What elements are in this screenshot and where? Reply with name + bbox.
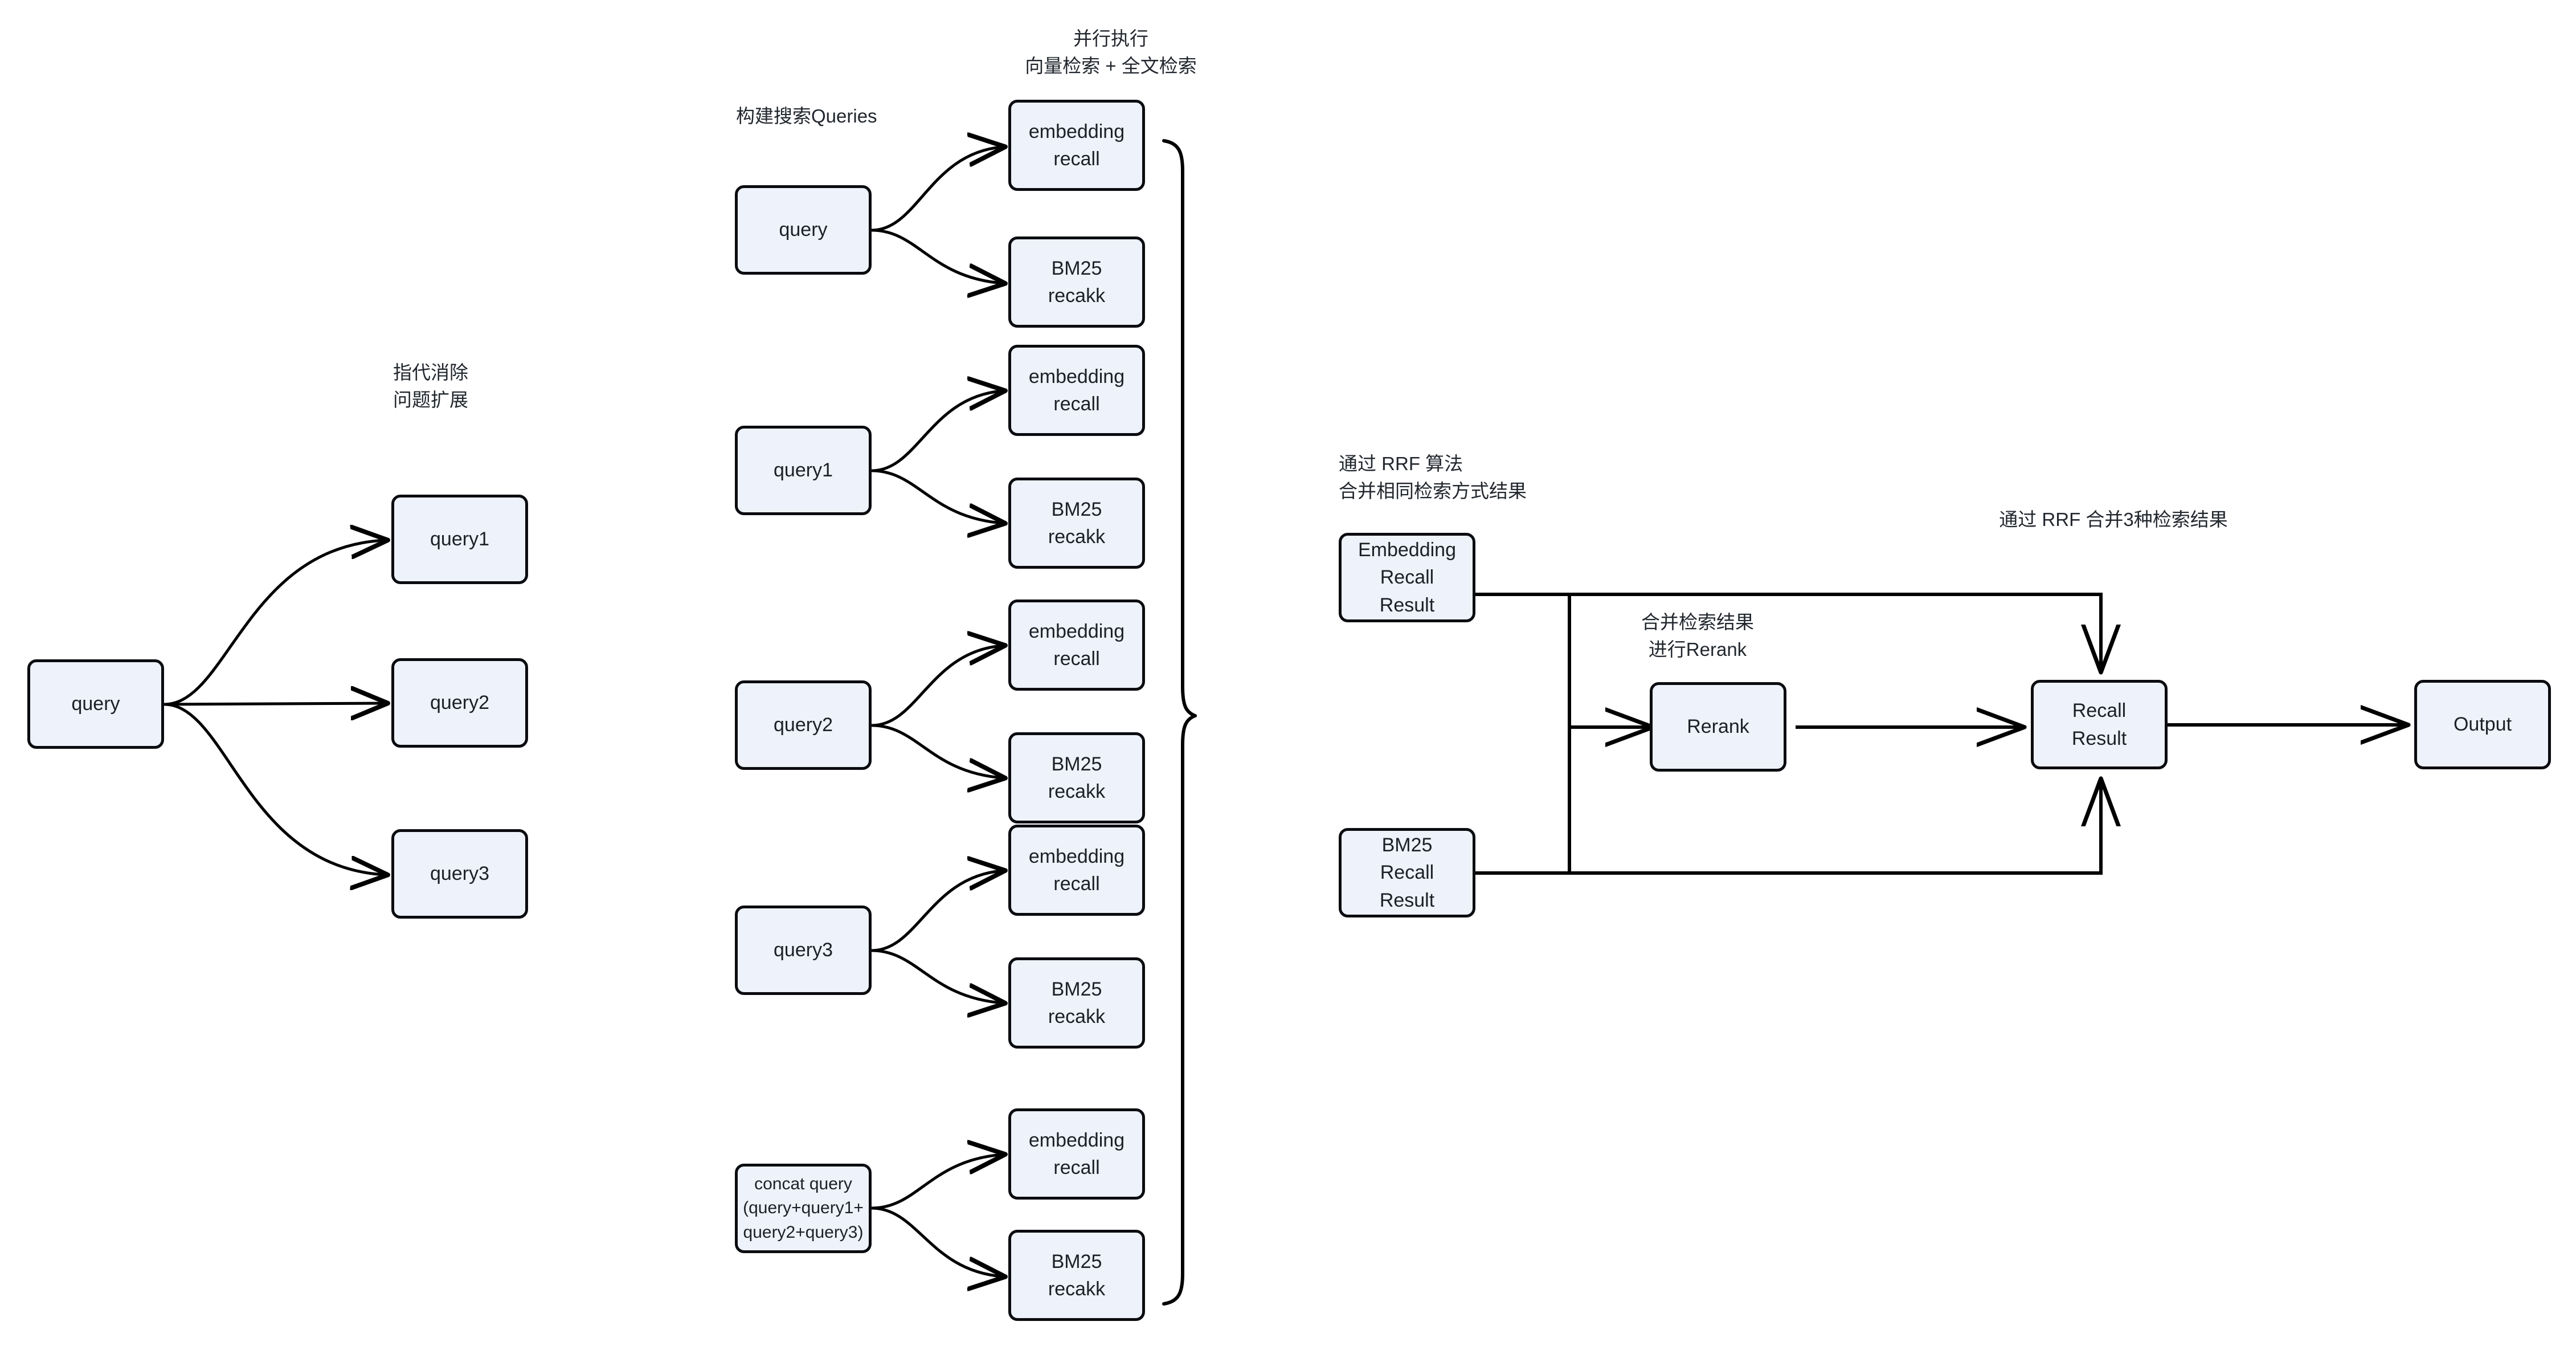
edge-concat-bm25 xyxy=(870,1206,1003,1276)
node-query2[interactable]: query2 xyxy=(391,658,528,748)
edge-q0-embedding xyxy=(870,147,1003,232)
node-query1[interactable]: query1 xyxy=(391,495,528,584)
node-query3[interactable]: query3 xyxy=(391,829,528,919)
node-bm25-recakk-query2[interactable]: BM25 recakk xyxy=(1008,732,1145,823)
edge-q3-bm25 xyxy=(870,949,1003,1003)
node-embedding-recall-query1[interactable]: embedding recall xyxy=(1008,345,1145,436)
node-embedding-recall-query[interactable]: embedding recall xyxy=(1008,100,1145,191)
brace-upper xyxy=(1162,139,1197,717)
edge-query-to-query3 xyxy=(162,703,385,875)
node-embedding-recall-result[interactable]: Embedding Recall Result xyxy=(1339,533,1475,622)
edge-q3-embedding xyxy=(870,871,1003,952)
caption-merge-and-rerank: 合并检索结果 进行Rerank xyxy=(1641,611,1754,660)
caption-build-queries: 构建搜索Queries xyxy=(736,105,877,127)
edges-stage3 xyxy=(1474,593,2405,875)
caption-rrf-same-method: 通过 RRF 算法 合并相同检索方式结果 xyxy=(1339,453,1527,502)
edges-stage1 xyxy=(162,540,385,875)
grouping-brace xyxy=(1162,139,1197,1306)
caption-parallel-execution: 并行执行 向量检索 + 全文检索 xyxy=(1025,28,1197,77)
edge-q2-embedding xyxy=(870,646,1003,727)
node-embedding-recall-concat[interactable]: embedding recall xyxy=(1008,1108,1145,1200)
edge-query-to-query1 xyxy=(162,540,385,706)
node-bm25-recall-result[interactable]: BM25 Recall Result xyxy=(1339,828,1475,917)
node-embedding-recall-query2[interactable]: embedding recall xyxy=(1008,599,1145,691)
node-rerank[interactable]: Rerank xyxy=(1650,682,1786,772)
edges-stage2 xyxy=(870,147,1003,1276)
node-bm25-recakk-query3[interactable]: BM25 recakk xyxy=(1008,957,1145,1049)
node-stage2-query1[interactable]: query1 xyxy=(735,426,872,515)
node-recall-result[interactable]: Recall Result xyxy=(2031,680,2168,769)
node-embedding-recall-query3[interactable]: embedding recall xyxy=(1008,825,1145,916)
edge-concat-embedding xyxy=(870,1155,1003,1210)
node-concat-query[interactable]: concat query (query+query1+ query2+query… xyxy=(735,1164,872,1253)
node-output[interactable]: Output xyxy=(2414,680,2551,769)
node-stage2-query[interactable]: query xyxy=(735,185,872,275)
edge-q1-embedding xyxy=(870,391,1003,472)
node-query-source[interactable]: query xyxy=(27,659,164,749)
brace-lower xyxy=(1162,714,1197,1306)
caption-coref-expansion: 指代消除 问题扩展 xyxy=(393,362,468,411)
node-stage2-query3[interactable]: query3 xyxy=(735,906,872,995)
caption-rrf-three-results: 通过 RRF 合并3种检索结果 xyxy=(1999,509,2228,530)
edge-q0-bm25 xyxy=(870,229,1003,283)
node-bm25-recakk-query1[interactable]: BM25 recakk xyxy=(1008,478,1145,569)
edge-query-to-query2 xyxy=(162,703,385,704)
node-bm25-recakk-query[interactable]: BM25 recakk xyxy=(1008,236,1145,328)
node-stage2-query2[interactable]: query2 xyxy=(735,680,872,770)
edge-q1-bm25 xyxy=(870,469,1003,523)
node-bm25-recakk-concat[interactable]: BM25 recakk xyxy=(1008,1230,1145,1321)
edge-q2-bm25 xyxy=(870,724,1003,778)
